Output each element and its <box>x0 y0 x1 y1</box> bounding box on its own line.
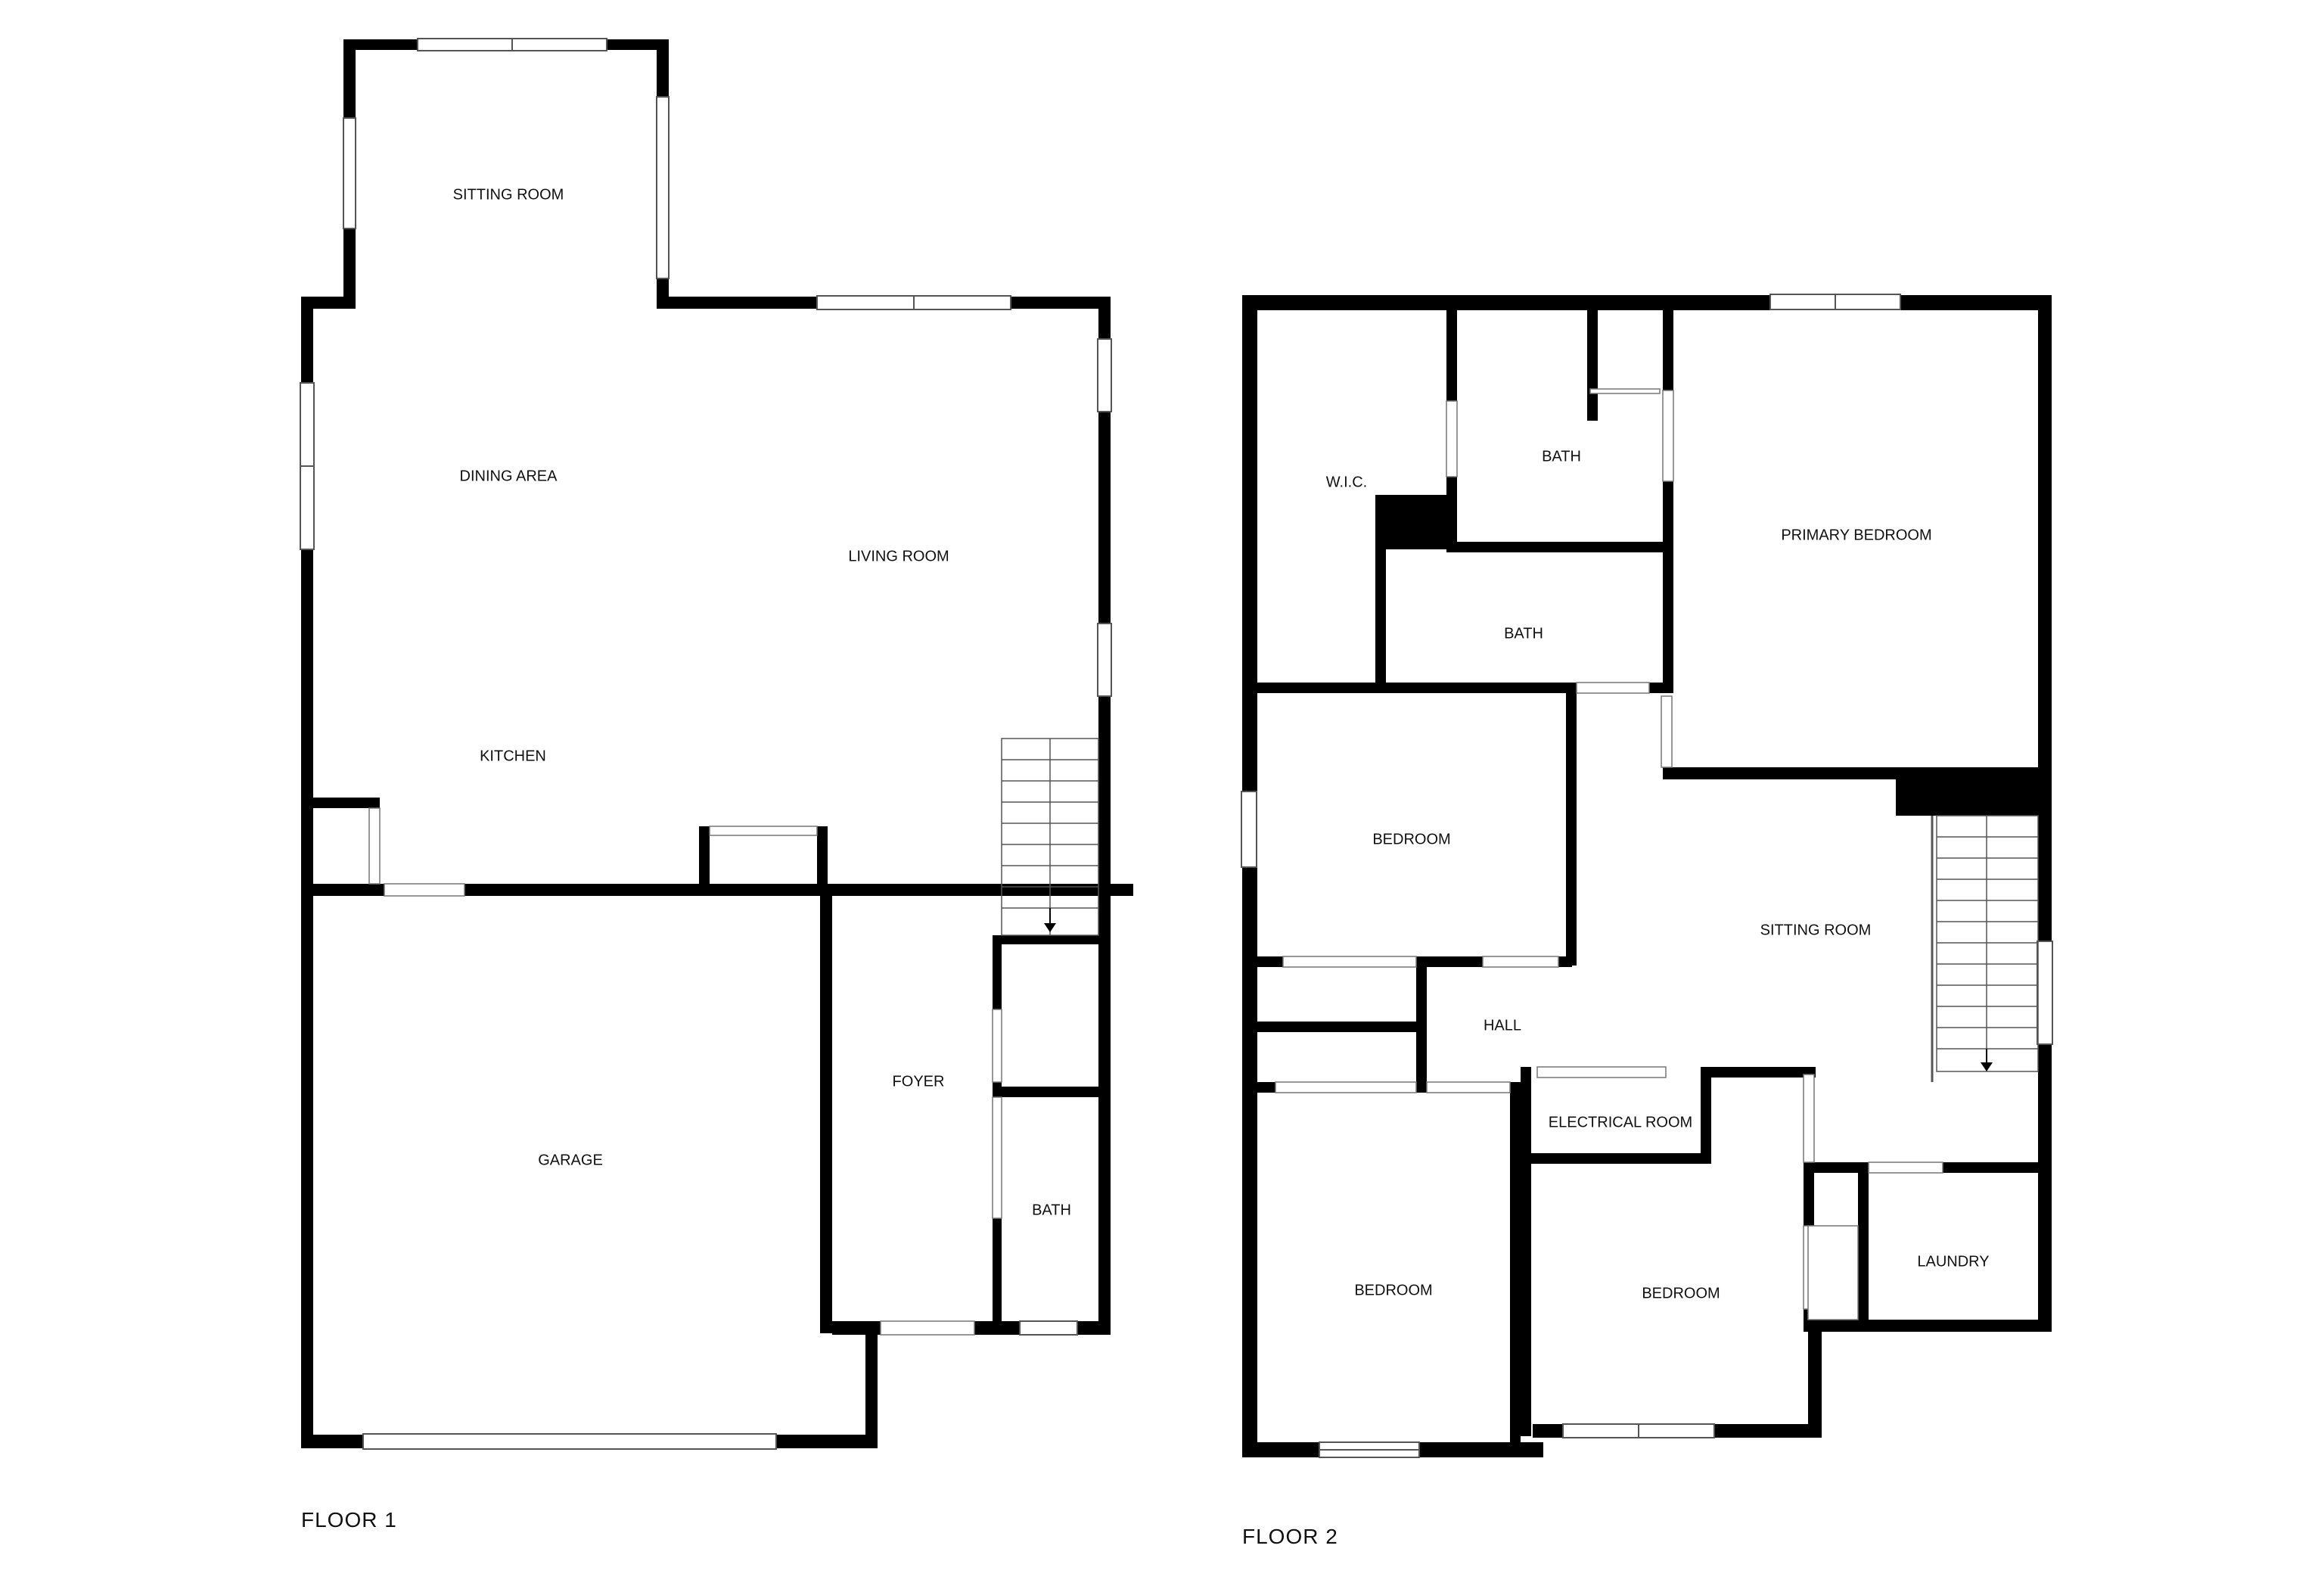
floor-2-windows <box>1241 294 2053 1458</box>
room-label-sitting-room: SITTING ROOM <box>1760 922 1872 938</box>
room-label-laundry: LAUNDRY <box>1917 1253 1989 1270</box>
room-label-primary-bedroom: PRIMARY BEDROOM <box>1781 527 1931 543</box>
floor-1-windows <box>300 38 1112 1450</box>
floor-2-openings <box>1275 388 1943 1320</box>
room-label-sitting-room: SITTING ROOM <box>453 186 564 203</box>
stair-arrow-icon <box>1981 1062 1993 1071</box>
floor-1-stairs <box>1001 738 1099 936</box>
floor-1: SITTING ROOM DINING AREA LIVING ROOM KIT… <box>300 38 1133 1532</box>
floor-2: W.I.C. BATH BATH PRIMARY BEDROOM BEDROOM… <box>1241 294 2053 1548</box>
room-label-living-room: LIVING ROOM <box>848 548 949 564</box>
room-label-kitchen: KITCHEN <box>480 748 546 764</box>
floor-1-openings <box>368 807 1002 1336</box>
room-label-electrical-room: ELECTRICAL ROOM <box>1549 1114 1692 1130</box>
room-label-bath-upper: BATH <box>1542 448 1581 465</box>
floor-2-stairs <box>1931 815 2039 1082</box>
room-label-wic: W.I.C. <box>1326 474 1367 490</box>
room-label-foyer: FOYER <box>893 1073 945 1090</box>
room-label-bedroom-b: BEDROOM <box>1354 1282 1432 1298</box>
stair-arrow-icon <box>1044 923 1056 932</box>
room-label-garage: GARAGE <box>538 1152 603 1168</box>
floor-1-label: FLOOR 1 <box>301 1508 397 1532</box>
room-label-dining-area: DINING AREA <box>460 468 558 484</box>
room-label-bedroom-a: BEDROOM <box>1372 831 1450 847</box>
room-label-hall: HALL <box>1484 1017 1521 1034</box>
floor-1-walls <box>301 39 1133 1448</box>
floor-1-labels: SITTING ROOM DINING AREA LIVING ROOM KIT… <box>453 186 1071 1218</box>
room-label-bath-lower: BATH <box>1504 625 1543 642</box>
room-label-bath: BATH <box>1032 1202 1071 1218</box>
floor-2-labels: W.I.C. BATH BATH PRIMARY BEDROOM BEDROOM… <box>1326 448 1990 1301</box>
floor-2-label: FLOOR 2 <box>1242 1525 1338 1548</box>
room-label-bedroom-c: BEDROOM <box>1642 1285 1720 1301</box>
